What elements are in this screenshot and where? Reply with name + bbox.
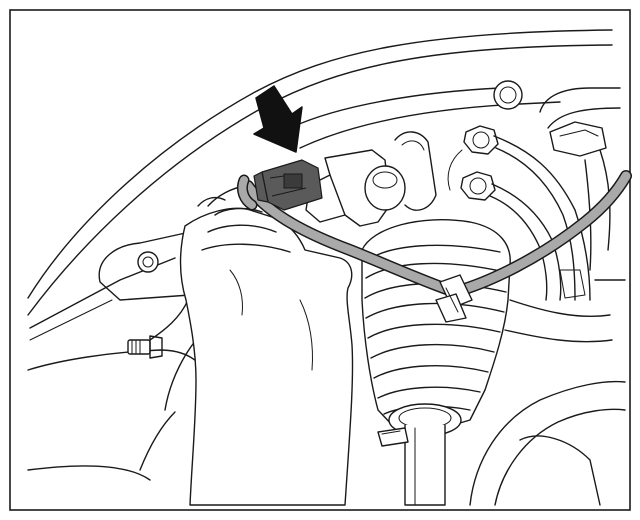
bolt-hole bbox=[137, 251, 159, 273]
stud-bolt bbox=[127, 335, 163, 359]
panel-hole bbox=[493, 80, 523, 110]
strut-mount-bolt bbox=[539, 87, 621, 271]
harness-clip bbox=[435, 274, 473, 323]
down-arrow-icon bbox=[253, 85, 303, 153]
lower-right-structure bbox=[469, 269, 626, 506]
tie-rod-end bbox=[305, 131, 437, 227]
upper-panel bbox=[289, 80, 561, 149]
brake-line-fittings bbox=[447, 125, 591, 301]
sensor-connector bbox=[253, 159, 323, 211]
boot-clamp-shaft bbox=[377, 403, 462, 506]
